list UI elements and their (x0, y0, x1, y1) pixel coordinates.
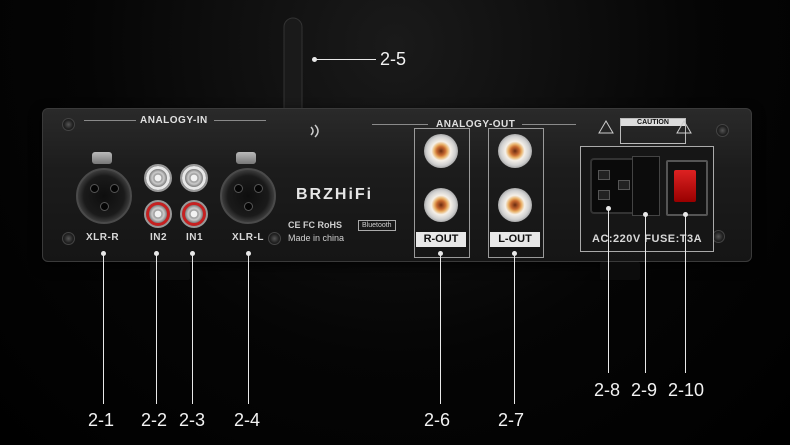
l-out-post-bottom-icon[interactable] (498, 188, 532, 222)
r-out-frame (414, 128, 470, 258)
xlr-r-label: XLR-R (86, 232, 120, 243)
l-out-label: L-OUT (490, 232, 540, 247)
callout-dot-2-10 (683, 212, 688, 217)
foot-left (150, 262, 190, 280)
callout-dot-2-4 (246, 251, 251, 256)
callout-dot-2-6 (438, 251, 443, 256)
analog-out-line-left (372, 124, 428, 125)
bluetooth-badge: Bluetooth (358, 220, 396, 231)
callout-dot-2-9 (643, 212, 648, 217)
analog-in-line-left (84, 120, 136, 121)
analog-in-title: ANALOGY-IN (140, 115, 208, 126)
screw-top-left (62, 118, 75, 131)
callout-2-9: 2-9 (631, 380, 658, 400)
foot-right (600, 262, 640, 280)
callout-line-2-10 (685, 215, 686, 373)
screw-bottom-left (62, 232, 75, 245)
rca-in2-right-icon[interactable] (144, 200, 172, 228)
analog-in-line-right (214, 120, 266, 121)
caution-label: CAUTION (620, 118, 686, 144)
callout-2-5: 2-5 (380, 49, 407, 69)
xlr-l-latch (236, 152, 256, 164)
screw-mid-left (268, 232, 281, 245)
callout-line-2-9 (645, 215, 646, 373)
r-out-post-bottom-icon[interactable] (424, 188, 458, 222)
callout-dot-2-2 (154, 251, 159, 256)
iec-socket-icon[interactable] (590, 158, 640, 214)
callout-line-2-3 (192, 254, 193, 404)
l-out-post-top-icon[interactable] (498, 134, 532, 168)
callout-line-2-1 (103, 254, 104, 404)
callout-2-4: 2-4 (234, 410, 261, 430)
callout-dot-2-7 (512, 251, 517, 256)
callout-line-2-6 (440, 254, 441, 404)
cert-marks: CE FC RoHS (288, 220, 342, 230)
made-in-label: Made in china (288, 233, 345, 243)
callout-2-7: 2-7 (498, 410, 525, 430)
callout-2-2: 2-2 (141, 410, 168, 430)
callout-line-2-4 (248, 254, 249, 404)
callout-2-8: 2-8 (594, 380, 621, 400)
callout-line-2-2 (156, 254, 157, 404)
callout-2-10: 2-10 (668, 380, 705, 400)
callout-dot-2-3 (190, 251, 195, 256)
callout-dot-2-5 (312, 57, 317, 62)
callout-dot-2-1 (101, 251, 106, 256)
in2-label: IN2 (150, 232, 168, 243)
callout-line-2-5 (316, 59, 376, 60)
callout-2-6: 2-6 (424, 410, 451, 430)
analog-out-title: ANALOGY-OUT (436, 119, 516, 130)
caution-title: CAUTION (621, 119, 685, 126)
power-spec-label: AC:220V FUSE:T3A (592, 233, 703, 245)
rocker-switch-icon[interactable] (666, 160, 708, 216)
xlr-l-label: XLR-L (232, 232, 264, 243)
warning-triangle-icon-2 (676, 120, 692, 134)
l-out-frame (488, 128, 544, 258)
analog-out-line-right (522, 124, 576, 125)
rca-in1-right-icon[interactable] (180, 200, 208, 228)
brand-logo: BRZHiFi (296, 186, 374, 203)
r-out-post-top-icon[interactable] (424, 134, 458, 168)
callout-line-2-7 (514, 254, 515, 404)
xlr-r-latch (92, 152, 112, 164)
xlr-r-connector-icon[interactable] (76, 168, 132, 224)
warning-triangle-icon (598, 120, 614, 134)
callout-2-3: 2-3 (179, 410, 206, 430)
screw-top-right (716, 124, 729, 137)
callout-line-2-8 (608, 209, 609, 373)
in1-label: IN1 (186, 232, 204, 243)
xlr-l-connector-icon[interactable] (220, 168, 276, 224)
rca-in2-left-icon[interactable] (144, 164, 172, 192)
wifi-signal-icon (310, 124, 319, 138)
callout-dot-2-8 (606, 206, 611, 211)
rca-in1-left-icon[interactable] (180, 164, 208, 192)
fuse-icon[interactable] (632, 156, 660, 216)
r-out-label: R-OUT (416, 232, 466, 247)
callout-2-1: 2-1 (88, 410, 115, 430)
